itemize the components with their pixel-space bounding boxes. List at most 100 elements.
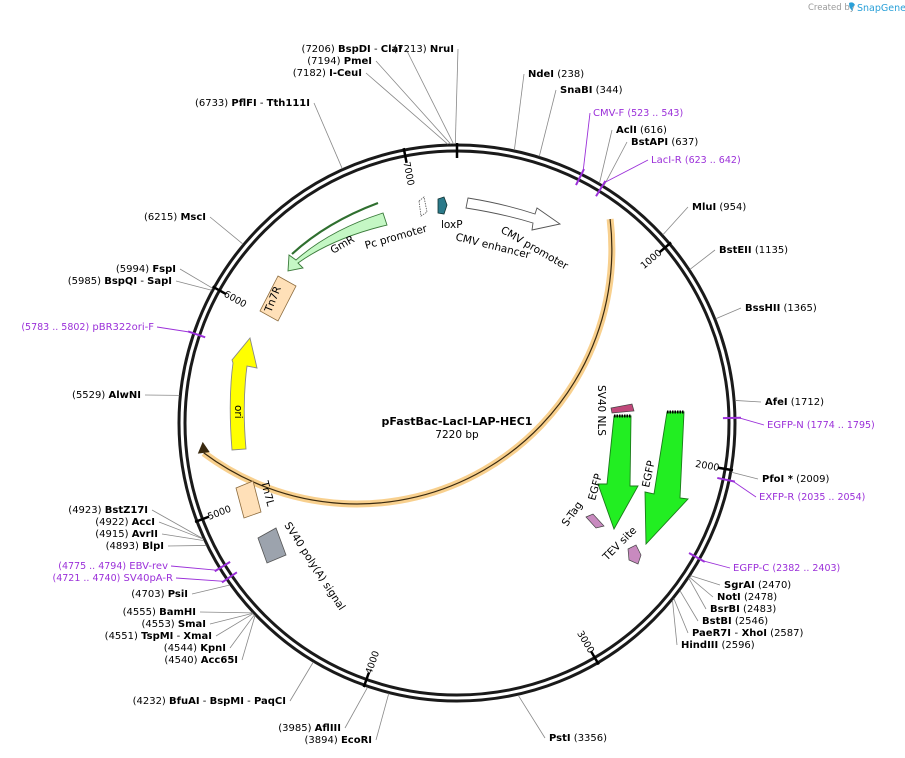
site-leader <box>375 60 451 145</box>
site-label: AfeI (1712) <box>765 397 824 408</box>
site-label: (3985) AflIII <box>278 723 341 734</box>
tick-mark <box>402 147 408 164</box>
site-leader <box>735 400 762 403</box>
primer-mark <box>595 180 607 197</box>
site-label: (4555) BamHI <box>123 607 196 618</box>
primer-leader <box>170 565 217 571</box>
site-leader <box>731 471 759 480</box>
tick-mark <box>194 515 210 524</box>
snapgene-logo-icon <box>849 2 855 12</box>
site-label: (4703) PsiI <box>131 589 188 600</box>
primer-leader <box>702 560 731 569</box>
tick-label: 7000 <box>400 161 415 187</box>
primer-leader <box>604 159 649 183</box>
site-label: (5994) FspI <box>116 264 176 275</box>
feature-label-ori: ori <box>232 405 244 419</box>
ori-arrow <box>229 337 258 451</box>
site-leader <box>199 611 253 614</box>
site-label: (5985) BspQI - SapI <box>68 276 172 287</box>
primer-leader <box>175 577 224 582</box>
primer-label: LacI-R (623 .. 642) <box>651 155 741 166</box>
site-label: SgrAI (2470) <box>724 580 791 591</box>
site-label: NdeI (238) <box>528 69 584 80</box>
primer-mark <box>688 552 706 563</box>
site-label: AclI (616) <box>616 125 667 136</box>
feature-label-tev-site: S-Tag <box>560 500 585 529</box>
plasmid-name: pFastBac-LacI-LAP-HEC1 <box>382 415 533 428</box>
site-leader <box>673 598 689 634</box>
tick-mark <box>362 672 370 688</box>
site-label: BstEII (1135) <box>719 245 788 256</box>
site-label: HindIII (2596) <box>681 640 755 651</box>
tick-mark <box>658 241 672 254</box>
site-leader <box>175 280 212 291</box>
site-leader <box>289 661 314 702</box>
tick-label: 3000 <box>574 629 596 655</box>
site-leader <box>158 521 204 540</box>
pc-promoter-arrow <box>418 196 428 217</box>
cmv-enhancer-arrow <box>465 197 562 231</box>
site-label: MluI (954) <box>692 202 746 213</box>
plasmid-length: 7220 bp <box>435 429 479 441</box>
site-label: (6733) PflFI - Tth111I <box>195 98 310 109</box>
site-leader <box>715 307 742 320</box>
site-leader <box>517 694 546 739</box>
site-leader <box>375 693 390 741</box>
tick-label: 5000 <box>206 504 233 523</box>
site-leader <box>599 129 613 184</box>
primer-labels: CMV-F (523 .. 543)LacI-R (623 .. 642)(57… <box>21 108 874 584</box>
site-leader <box>662 206 689 236</box>
primer-label: EGFP-C (2382 .. 2403) <box>733 563 840 574</box>
sv40-nls-feature <box>610 403 635 414</box>
site-label: (4551) TspMI - XmaI <box>105 631 212 642</box>
primer-leader <box>156 326 191 333</box>
site-leader <box>454 48 459 145</box>
site-label: (7213) NruI <box>393 44 454 55</box>
site-leader <box>241 615 256 661</box>
tick-label: 4000 <box>364 649 382 675</box>
primer-mark <box>221 571 238 584</box>
primer-label: (4775 .. 4794) EBV-rev <box>58 561 168 572</box>
tev-site-feature <box>585 513 605 529</box>
site-leader <box>689 249 716 270</box>
site-leader <box>209 216 244 245</box>
primer-mark <box>187 330 206 339</box>
site-leader <box>151 509 204 540</box>
site-leader <box>538 89 557 157</box>
snapgene-brand: SnapGene <box>857 3 905 14</box>
egfp-arrow-2 <box>644 410 689 546</box>
sv40-polya-feature <box>257 527 287 564</box>
primer-label: CMV-F (523 .. 543) <box>593 108 683 119</box>
site-leader <box>215 613 254 637</box>
site-leader <box>191 584 230 595</box>
site-label: (4553) SmaI <box>141 619 206 630</box>
site-label: (7182) I-CeuI <box>293 68 362 79</box>
site-leader <box>313 102 343 169</box>
site-leader <box>688 578 707 610</box>
primer-mark <box>214 560 231 573</box>
primer-leader <box>738 417 765 426</box>
site-label: BsrBI (2483) <box>710 604 776 615</box>
site-label: NotI (2478) <box>717 592 777 603</box>
site-label: SnaBI (344) <box>560 85 623 96</box>
site-label: (6215) MscI <box>144 212 206 223</box>
primer-label: EGFP-N (1774 .. 1795) <box>767 420 875 431</box>
primer-leader <box>732 480 757 498</box>
primer-label: (4721 .. 4740) SV40pA-R <box>53 573 174 584</box>
feature-label-sv40-nls: SV40 NLS <box>595 385 607 436</box>
site-label: (4232) BfuAI - BspMI - PaqCI <box>133 696 286 707</box>
site-label: PstI (3356) <box>549 733 607 744</box>
primer-mark <box>575 168 585 186</box>
feature-label-loxp: loxP <box>441 219 463 231</box>
site-label: (4915) AvrII <box>95 529 158 540</box>
tn7r-feature <box>259 275 297 322</box>
site-label: (4922) AccI <box>95 517 155 528</box>
site-leader <box>513 73 525 151</box>
primer-leader <box>582 112 591 171</box>
feature-label-sv40-polya: SV40 poly(A) signal <box>281 520 347 613</box>
site-leader <box>689 576 714 598</box>
site-leader <box>179 268 213 289</box>
restriction-site-labels: (7206) BspDI - ClaI(7194) PmeI(7182) I-C… <box>68 44 830 746</box>
